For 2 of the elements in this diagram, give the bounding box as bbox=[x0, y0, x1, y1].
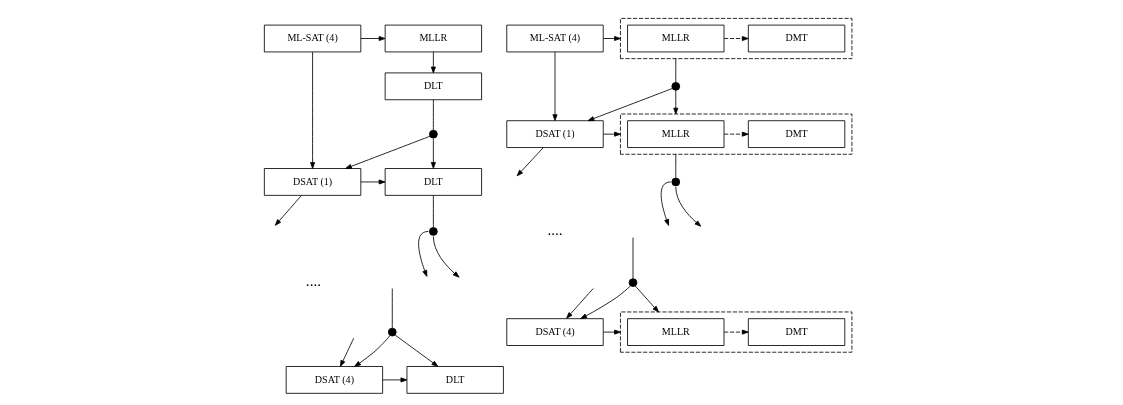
label: .... bbox=[305, 273, 321, 290]
label: .... bbox=[547, 222, 563, 239]
